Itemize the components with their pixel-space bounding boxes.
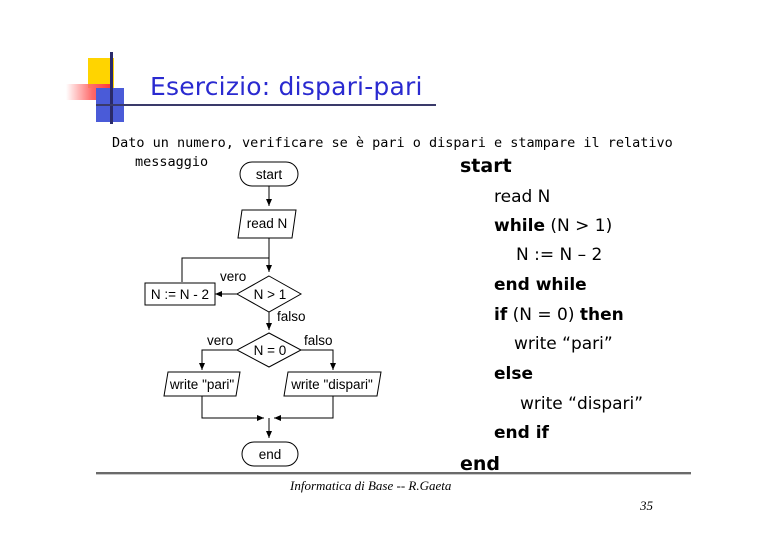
code-write-pari: write “pari” xyxy=(514,334,613,354)
flow-edge-join-right xyxy=(274,396,334,421)
code-if-condition: (N = 0) xyxy=(507,305,580,325)
flow-end-label: end xyxy=(259,447,282,462)
intro-line-1: Dato un numero, verificare se è pari o d… xyxy=(112,135,673,151)
flow-write-pari-shape xyxy=(163,371,241,397)
flow-cond2-label: N = 0 xyxy=(254,343,287,358)
decor-yellow-square xyxy=(88,58,114,88)
flow-cond2-shape xyxy=(235,332,303,368)
flow-read-label: read N xyxy=(247,216,288,231)
flow-write-pari-label: write "pari" xyxy=(169,377,235,392)
title-underline xyxy=(96,104,436,106)
code-read: read N xyxy=(494,187,551,207)
code-end-if: end if xyxy=(494,423,549,443)
flow-end-shape xyxy=(241,441,299,467)
decor-vertical-line xyxy=(110,52,113,124)
slide-title: Esercizio: dispari-pari xyxy=(150,72,423,101)
flow-edge-join-left xyxy=(201,396,264,421)
footer-divider-shadow xyxy=(96,474,691,475)
flow-edge-cond2-dispari xyxy=(301,349,336,370)
code-if: if (N = 0) then xyxy=(494,305,624,325)
code-else: else xyxy=(494,364,534,384)
code-start: start xyxy=(460,155,512,177)
flow-write-dispari-label: write "dispari" xyxy=(290,377,373,392)
code-write-dispari: write “dispari” xyxy=(520,394,644,414)
code-assign: N := N – 2 xyxy=(516,245,603,265)
flow-vero1-label: vero xyxy=(220,269,246,284)
footer-text: Informatica di Base -- R.Gaeta xyxy=(290,478,452,493)
flow-write-dispari-shape xyxy=(283,371,382,397)
footer-divider xyxy=(96,472,691,474)
code-then-keyword: then xyxy=(579,305,624,325)
code-if-keyword: if xyxy=(494,305,508,325)
flow-falso1-label: falso xyxy=(277,309,306,324)
flow-assign-shape xyxy=(144,282,216,306)
flow-read-shape xyxy=(237,209,297,239)
flow-start-label: start xyxy=(256,167,283,182)
flow-edge-loop-back xyxy=(181,257,269,282)
flow-vero2-label: vero xyxy=(207,333,233,348)
code-while-condition: (N > 1) xyxy=(545,216,613,236)
flow-cond1-label: N > 1 xyxy=(254,287,287,302)
flow-assign-label: N := N - 2 xyxy=(151,287,209,302)
code-end: end xyxy=(460,453,501,475)
intro-text: Dato un numero, verificare se è pari o d… xyxy=(112,134,687,172)
code-while: while (N > 1) xyxy=(494,216,612,236)
code-while-keyword: while xyxy=(494,216,545,236)
page-number: 35 xyxy=(640,498,653,513)
intro-line-2: messaggio xyxy=(135,154,209,170)
flow-falso2-label: falso xyxy=(304,333,333,348)
flow-edge-cond2-pari xyxy=(199,349,237,370)
code-end-while: end while xyxy=(494,275,587,295)
